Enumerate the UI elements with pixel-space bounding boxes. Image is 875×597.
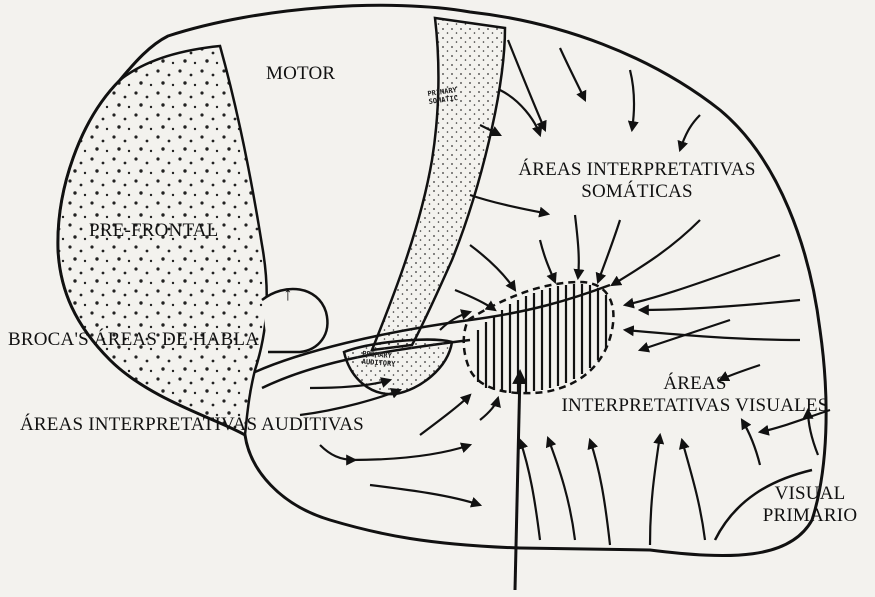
pointer-arrow: [515, 372, 520, 590]
prefrontal-label: PRE-FRONTAL: [89, 220, 218, 242]
visual-interp-label-line2: INTERPRETATIVAS VISUALES: [527, 395, 863, 417]
somatic-label: ÁREAS INTERPRETATIVAS SOMÁTICAS: [492, 159, 782, 203]
broca-arrow-glyph: ↑: [283, 284, 293, 306]
somatic-strip: [372, 18, 505, 350]
visual-interp-label: ÁREAS INTERPRETATIVAS VISUALES: [527, 373, 863, 417]
auditory-label: ÁREAS INTERPRETATIVAS AUDITIVAS: [20, 414, 364, 436]
visual-primary-label-line1: VISUAL: [754, 483, 866, 505]
visual-primary-label: VISUAL PRIMARIO: [754, 483, 866, 527]
broca-label: BROCA'S ÁREAS DE HABLA: [8, 329, 259, 351]
somatic-label-line1: ÁREAS INTERPRETATIVAS: [492, 159, 782, 181]
primary-auditory-label: PRIMARY AUDITORY: [361, 350, 396, 368]
broca-region: [262, 289, 327, 352]
visual-primary-label-line2: PRIMARIO: [754, 505, 866, 527]
visual-interp-label-line1: ÁREAS: [527, 373, 863, 395]
somatic-label-line2: SOMÁTICAS: [492, 181, 782, 203]
motor-label: MOTOR: [266, 63, 335, 85]
